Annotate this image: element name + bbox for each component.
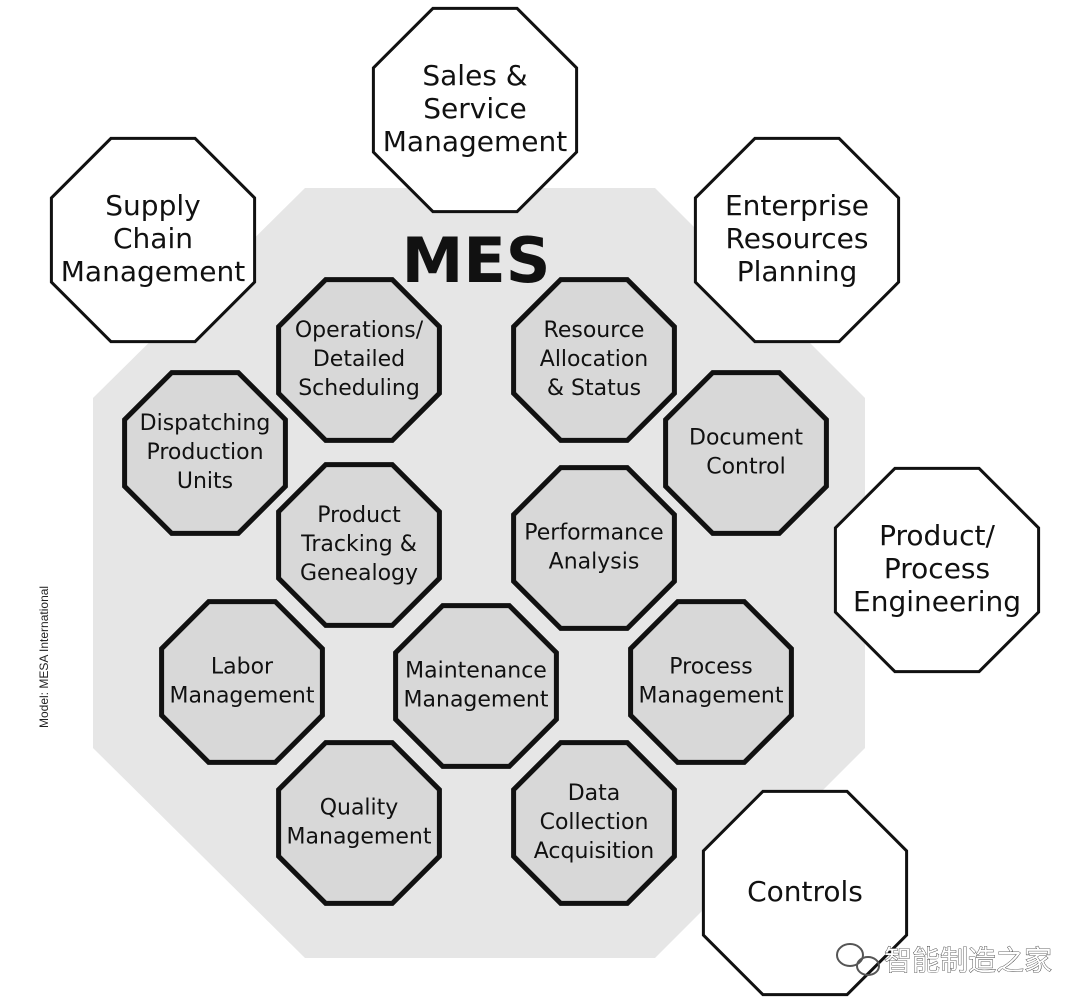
product-process-engineering-label-line: Engineering [853,585,1021,618]
quality-management-label-line: Management [287,825,432,850]
labor-management-octagon [159,599,325,765]
supply-chain-management-label-line: Chain [113,222,193,255]
operations-detailed-scheduling-octagon [276,277,442,443]
watermark: 智能制造之家 [836,943,1052,977]
product-process-engineering-octagon [833,466,1041,674]
mes-title: MES [402,224,551,297]
controls-module: Controls [701,789,909,997]
document-control-label-line: Control [706,455,786,480]
data-collection-acquisition-label-line: Data [568,781,621,806]
dispatching-production-units-label-line: Dispatching [140,411,271,436]
performance-analysis-label-line: Performance [524,521,663,546]
labor-management-label-line: Management [170,684,315,709]
quality-management-octagon [276,740,442,906]
sales-service-management-label-line: Service [423,92,526,125]
process-management-label-line: Process [669,655,752,680]
product-process-engineering-label-line: Process [884,552,990,585]
dispatching-production-units-label-line: Production [146,440,263,465]
enterprise-resources-planning-label-line: Planning [737,255,858,288]
controls-octagon [701,789,909,997]
sales-service-management-octagon [371,6,579,214]
resource-allocation-status-label-line: Allocation [540,347,648,372]
data-collection-acquisition-octagon [511,740,677,906]
operations-detailed-scheduling-label-line: Scheduling [298,376,420,401]
performance-analysis-octagon [511,465,677,631]
wechat-icon [836,943,880,976]
resource-allocation-status-label-line: & Status [547,376,641,401]
performance-analysis-label-line: Analysis [549,550,640,575]
credit-text: Model: MESA International [37,586,51,728]
outer-modules: Sales &ServiceManagementSupplyChainManag… [49,6,1041,997]
data-collection-acquisition-label-line: Collection [540,810,649,835]
quality-management-label-line: Quality [320,796,399,821]
supply-chain-management-octagon [49,136,257,344]
maintenance-management-octagon [393,603,559,769]
document-control-octagon [663,370,829,536]
dispatching-production-units-octagon [122,370,288,536]
labor-management-label-line: Labor [211,655,274,680]
data-collection-acquisition-label-line: Acquisition [534,839,655,864]
controls-label-line: Controls [747,875,863,908]
product-tracking-genealogy-label-line: Genealogy [300,561,418,586]
supply-chain-management-label-line: Supply [105,189,200,222]
watermark-text: 智能制造之家 [884,944,1052,977]
resource-allocation-status-label-line: Resource [544,318,645,343]
sales-service-management-label-line: Management [383,125,567,158]
document-control-label-line: Document [689,426,803,451]
operations-detailed-scheduling-label-line: Operations/ [295,318,424,343]
enterprise-resources-planning-label-line: Resources [726,222,869,255]
product-tracking-genealogy-label-line: Product [317,503,401,528]
sales-service-management-label-line: Sales & [422,59,527,92]
product-tracking-genealogy-octagon [276,462,442,628]
dispatching-production-units-label-line: Units [177,469,233,494]
operations-detailed-scheduling-label-line: Detailed [313,347,405,372]
supply-chain-management-label-line: Management [61,255,245,288]
maintenance-management-label-line: Maintenance [405,659,547,684]
product-tracking-genealogy-label-line: Tracking & [300,532,417,557]
maintenance-management-label-line: Management [404,688,549,713]
enterprise-resources-planning-octagon [693,136,901,344]
product-process-engineering-label-line: Product/ [879,519,995,552]
resource-allocation-status-octagon [511,277,677,443]
enterprise-resources-planning-label-line: Enterprise [725,189,869,222]
process-management-label-line: Management [639,684,784,709]
process-management-octagon [628,599,794,765]
